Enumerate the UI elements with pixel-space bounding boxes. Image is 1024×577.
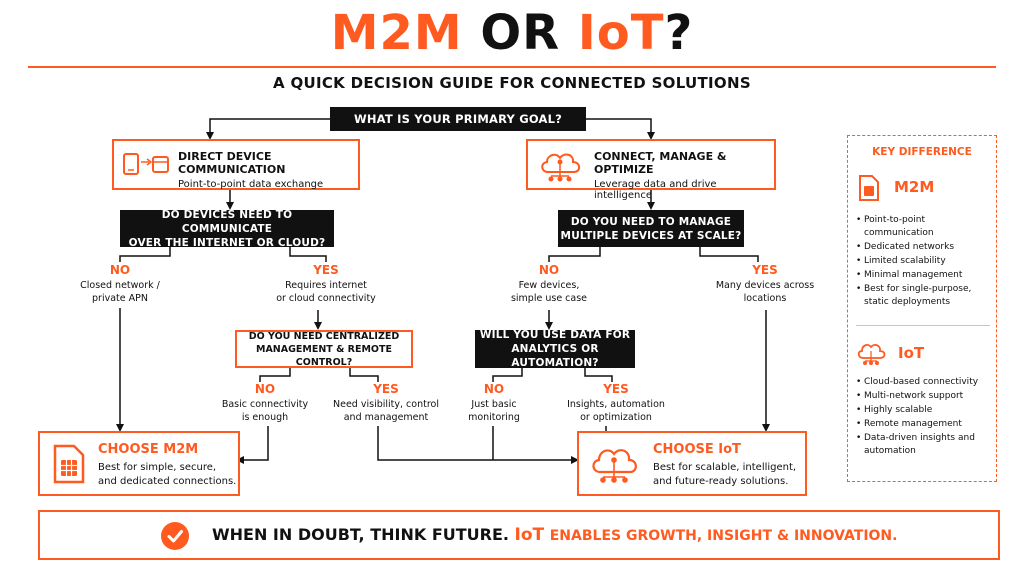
list-item: Multi-network support (856, 390, 992, 403)
branch-internet-no: NO Closed network / private APN (80, 263, 160, 304)
iot-name: IoT (898, 344, 925, 362)
branch-scale-yes: YES Many devices across locations (715, 263, 815, 304)
list-item: Data-driven insights and automation (856, 432, 992, 458)
branch-scale-no: NO Few devices, simple use case (510, 263, 588, 304)
outcome-choose-iot: CHOOSE IoT Best for scalable, intelligen… (577, 431, 807, 496)
question-manage-at-scale: DO YOU NEED TO MANAGE MULTIPLE DEVICES A… (558, 210, 744, 247)
list-item: Cloud-based connectivity (856, 376, 992, 389)
cloud-network-icon (592, 449, 637, 483)
branch-internet-yes: YES Requires internet or cloud connectiv… (276, 263, 376, 304)
list-item: Limited scalability (856, 255, 992, 268)
outcome-description: Best for simple, secure, and dedicated c… (98, 462, 237, 487)
branch-central-no: NO Basic connectivity is enough (221, 382, 309, 423)
m2m-points: Point-to-point communication Dedicated n… (856, 214, 992, 310)
sim-card-icon (859, 175, 879, 201)
footer-message: WHEN IN DOUBT, THINK FUTURE. IoT ENABLES… (212, 525, 898, 545)
branch-central-yes: YES Need visibility, control and managem… (333, 382, 439, 423)
checkmark-icon (161, 522, 189, 550)
title-divider (28, 66, 996, 68)
question-centralized-management: DO YOU NEED CENTRALIZED MANAGEMENT & REM… (235, 330, 413, 368)
list-item: Dedicated networks (856, 241, 992, 254)
list-item: Minimal management (856, 269, 992, 282)
goal-title: DIRECT DEVICE COMMUNICATION (178, 150, 286, 176)
sim-card-icon (53, 444, 85, 484)
goal-subtitle: Point-to-point data exchange (178, 179, 324, 190)
list-item: Highly scalable (856, 404, 992, 417)
goal-direct-device-communication: DIRECT DEVICE COMMUNICATION Point-to-poi… (112, 139, 360, 190)
outcome-title: CHOOSE IoT (653, 442, 741, 457)
goal-connect-manage-optimize: CONNECT, MANAGE & OPTIMIZE Leverage data… (526, 139, 776, 201)
branch-analytics-yes: YES Insights, automation or optimization (567, 382, 665, 423)
outcome-choose-m2m: CHOOSE M2M Best for simple, secure, and … (38, 431, 240, 496)
footer-banner: WHEN IN DOUBT, THINK FUTURE. IoT ENABLES… (38, 510, 1000, 560)
list-item: Best for single-purpose, static deployme… (856, 283, 992, 309)
iot-points: Cloud-based connectivity Multi-network s… (856, 376, 992, 459)
goal-subtitle: Leverage data and drive intelligence (594, 179, 717, 201)
page-title: M2M OR IoT? (330, 5, 694, 61)
key-difference-heading: KEY DIFFERENCE (872, 146, 972, 158)
panel-divider (856, 325, 990, 326)
branch-analytics-no: NO Just basic monitoring (468, 382, 520, 423)
question-analytics-automation: WILL YOU USE DATA FOR ANALYTICS OR AUTOM… (475, 329, 635, 369)
cloud-network-icon (541, 153, 581, 182)
key-difference-panel: KEY DIFFERENCE M2M Point-to-point commun… (847, 135, 997, 482)
outcome-title: CHOOSE M2M (98, 442, 199, 457)
list-item: Point-to-point communication (856, 214, 992, 240)
primary-goal-question: WHAT IS YOUR PRIMARY GOAL? (330, 107, 586, 131)
m2m-name: M2M (894, 178, 935, 196)
device-to-device-icon (123, 153, 169, 175)
goal-title: CONNECT, MANAGE & OPTIMIZE (594, 150, 727, 176)
outcome-description: Best for scalable, intelligent, and futu… (653, 462, 797, 487)
cloud-network-icon (857, 344, 886, 365)
page-subtitle: A QUICK DECISION GUIDE FOR CONNECTED SOL… (273, 74, 751, 92)
question-internet-or-cloud: DO DEVICES NEED TO COMMUNICATE OVER THE … (120, 209, 334, 249)
list-item: Remote management (856, 418, 992, 431)
